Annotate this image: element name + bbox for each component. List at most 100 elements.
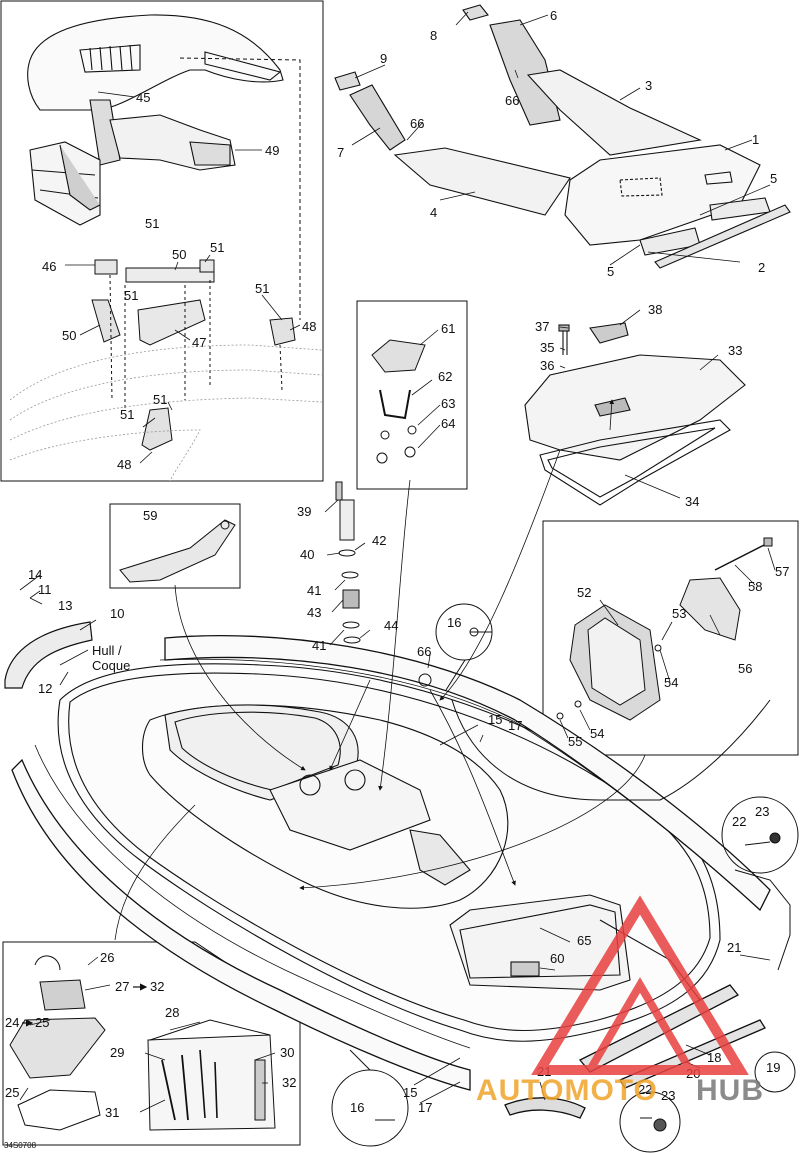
label-30: 30 bbox=[280, 1045, 294, 1060]
label-43: 43 bbox=[307, 605, 321, 620]
label-22-bottom: 22 bbox=[638, 1082, 652, 1097]
label-11: 11 bbox=[38, 582, 52, 597]
diagram-reference-code: 34S0708 bbox=[4, 1141, 37, 1150]
label-4: 4 bbox=[430, 205, 437, 220]
label-51-a: 51 bbox=[145, 216, 159, 231]
label-18: 18 bbox=[707, 1050, 721, 1065]
label-41-lower: 41 bbox=[312, 638, 326, 653]
pointer-arrows bbox=[114, 399, 646, 941]
label-38: 38 bbox=[648, 302, 662, 317]
label-14: 14 bbox=[28, 567, 42, 582]
label-33: 33 bbox=[728, 343, 742, 358]
label-16-bottom: 16 bbox=[350, 1100, 364, 1115]
label-44: 44 bbox=[384, 618, 398, 633]
label-45: 45 bbox=[136, 90, 150, 105]
deck-mats bbox=[334, 4, 791, 269]
label-51-e: 51 bbox=[153, 392, 167, 407]
label-5-top: 5 bbox=[770, 171, 777, 186]
label-13: 13 bbox=[58, 598, 72, 613]
label-12: 12 bbox=[38, 681, 52, 696]
label-22-right: 22 bbox=[732, 814, 746, 829]
watermark-triangle bbox=[531, 895, 749, 1075]
label-19: 19 bbox=[766, 1060, 780, 1075]
label-59: 59 bbox=[143, 508, 157, 523]
trim-piece-10 bbox=[4, 621, 93, 689]
grab-handle-parts bbox=[371, 339, 426, 464]
label-66-b: 66 bbox=[410, 116, 424, 131]
label-50-left: 50 bbox=[62, 328, 76, 343]
label-61: 61 bbox=[441, 321, 455, 336]
label-60: 60 bbox=[550, 951, 564, 966]
label-1: 1 bbox=[752, 132, 759, 147]
label-50-upper: 50 bbox=[172, 247, 186, 262]
label-23-bottom: 23 bbox=[661, 1088, 675, 1103]
label-63: 63 bbox=[441, 396, 455, 411]
label-46: 46 bbox=[42, 259, 56, 274]
arrow-glyphs bbox=[22, 983, 148, 1027]
label-54-a: 54 bbox=[664, 675, 678, 690]
callout-hardware bbox=[375, 627, 781, 1132]
label-47: 47 bbox=[192, 335, 206, 350]
label-51-c: 51 bbox=[255, 281, 269, 296]
watermark-word-b: HUB bbox=[696, 1074, 764, 1107]
label-9: 9 bbox=[380, 51, 387, 66]
watermark-word-a: AUTOMOTO bbox=[476, 1074, 658, 1107]
label-65: 65 bbox=[577, 933, 591, 948]
label-29: 29 bbox=[110, 1045, 124, 1060]
toolkit-contents bbox=[9, 955, 276, 1131]
handle-inset-box bbox=[356, 300, 468, 490]
label-23-right: 23 bbox=[755, 804, 769, 819]
storage-cover bbox=[524, 322, 746, 506]
label-42: 42 bbox=[372, 533, 386, 548]
label-58: 58 bbox=[748, 579, 762, 594]
label-25: 25 bbox=[5, 1085, 19, 1100]
label-31: 31 bbox=[105, 1105, 119, 1120]
label-2: 2 bbox=[758, 260, 765, 275]
label-54-b: 54 bbox=[590, 726, 604, 741]
label-49: 49 bbox=[265, 143, 279, 158]
label-53: 53 bbox=[672, 606, 686, 621]
label-6: 6 bbox=[550, 8, 557, 23]
label-51-b: 51 bbox=[210, 240, 224, 255]
label-62: 62 bbox=[438, 369, 452, 384]
label-32: 32 bbox=[282, 1075, 296, 1090]
detail-callouts bbox=[331, 603, 799, 1153]
label-48-upper: 48 bbox=[302, 319, 316, 334]
hull-label-line2: Coque bbox=[92, 658, 130, 673]
label-56: 56 bbox=[738, 661, 752, 676]
label-37: 37 bbox=[535, 319, 549, 334]
label-21-right: 21 bbox=[727, 940, 741, 955]
label-8: 8 bbox=[430, 28, 437, 43]
label-64: 64 bbox=[441, 416, 455, 431]
bracket-59 bbox=[119, 519, 236, 583]
label-57: 57 bbox=[775, 564, 789, 579]
label-16-top: 16 bbox=[447, 615, 461, 630]
label-52: 52 bbox=[577, 585, 591, 600]
label-35: 35 bbox=[540, 340, 554, 355]
label-7: 7 bbox=[337, 145, 344, 160]
label-27: 27 bbox=[115, 979, 129, 994]
label-55: 55 bbox=[568, 734, 582, 749]
label-10: 10 bbox=[110, 606, 124, 621]
label-32-arrow: 32 bbox=[150, 979, 164, 994]
hull-label-line1: Hull / bbox=[92, 643, 122, 658]
seat-brackets bbox=[91, 57, 301, 451]
reboarding-step bbox=[556, 537, 773, 721]
hull bbox=[57, 663, 721, 1042]
label-15-top: 15 bbox=[488, 712, 502, 727]
watermark-logo: AUTOMOTO HUB bbox=[476, 895, 764, 1107]
label-24: 24 bbox=[5, 1015, 19, 1030]
label-26: 26 bbox=[100, 950, 114, 965]
reboarding-inset-box bbox=[542, 520, 799, 756]
label-66-a: 66 bbox=[505, 93, 519, 108]
label-41-upper: 41 bbox=[307, 583, 321, 598]
label-5-bottom: 5 bbox=[607, 264, 614, 279]
label-48-lower: 48 bbox=[117, 457, 131, 472]
label-3: 3 bbox=[645, 78, 652, 93]
label-36: 36 bbox=[540, 358, 554, 373]
label-51-f: 51 bbox=[120, 407, 134, 422]
vertical-hardware-stack bbox=[335, 481, 361, 644]
label-51-d: 51 bbox=[124, 288, 138, 303]
label-66-c: 66 bbox=[417, 644, 431, 659]
